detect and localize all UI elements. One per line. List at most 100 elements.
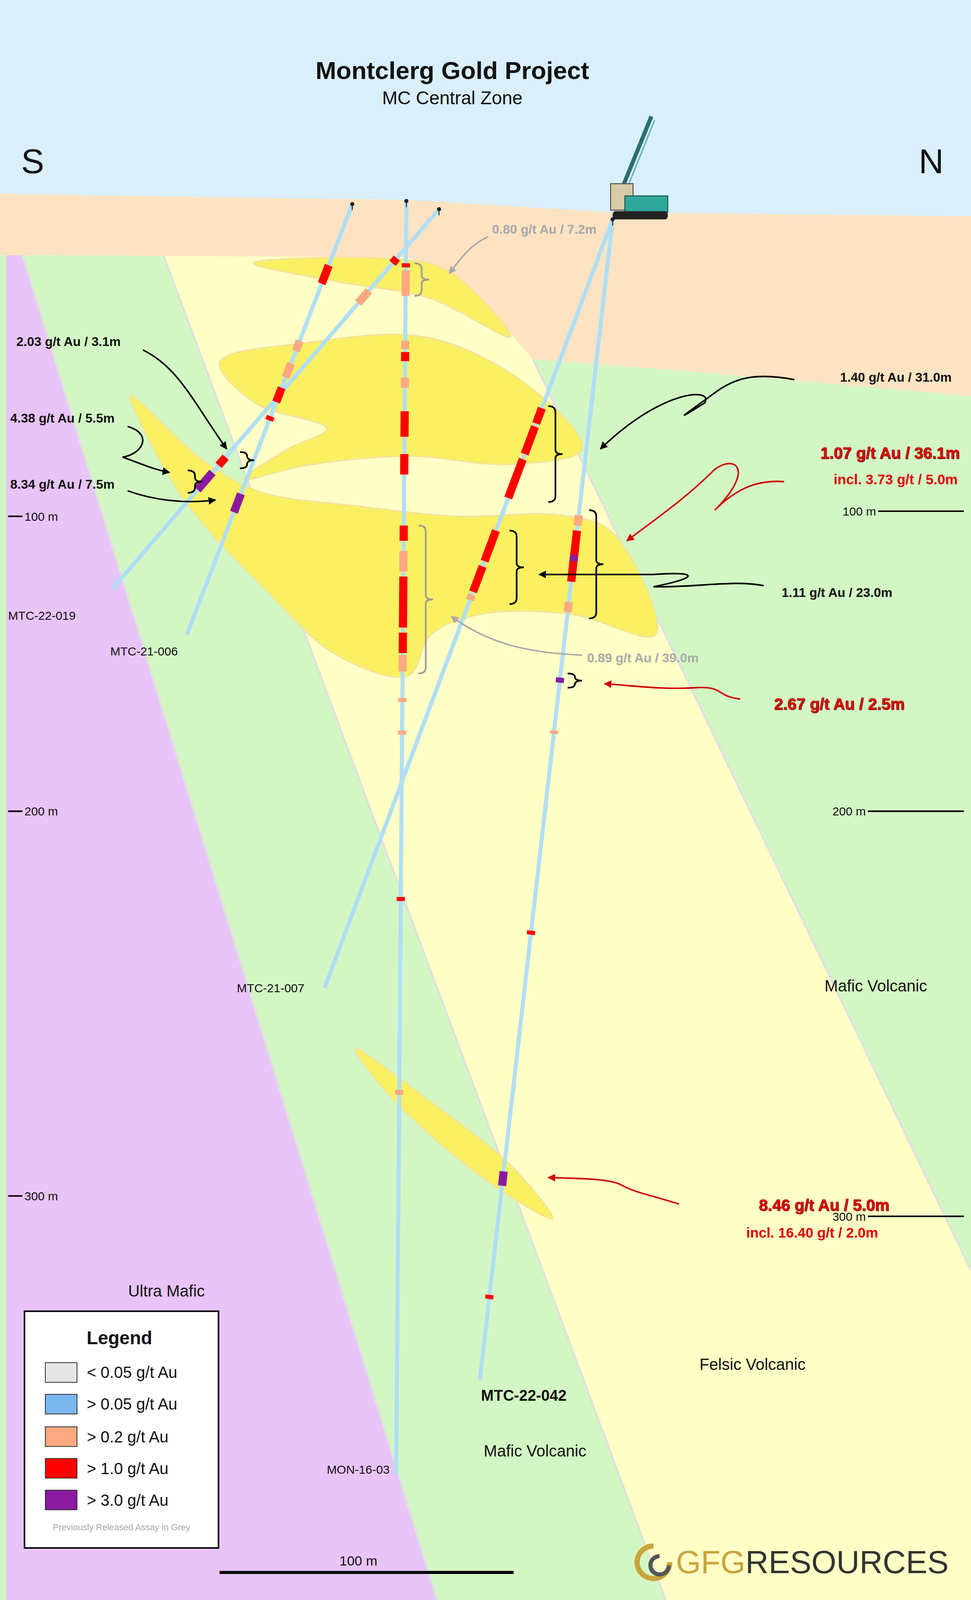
depth-tick xyxy=(8,810,23,813)
assay-interval xyxy=(396,897,405,902)
legend-box xyxy=(24,1311,219,1549)
collar xyxy=(350,202,355,207)
assay-interval xyxy=(470,595,473,601)
assay-interval xyxy=(358,290,369,304)
depth-label: 300 m xyxy=(24,1189,58,1204)
assay-callout: 4.38 g/t Au / 5.5m xyxy=(10,411,115,426)
legend-swatch xyxy=(44,1490,78,1511)
legend-text: > 3.0 g/t Au xyxy=(86,1491,169,1510)
gold-zone xyxy=(130,395,658,678)
assay-interval xyxy=(269,416,271,421)
logo-mark xyxy=(637,1546,670,1580)
logo-text: RESOURCES xyxy=(745,1545,949,1581)
assay-interval xyxy=(401,270,410,296)
assay-callout: 0.80 g/t Au / 7.2m xyxy=(492,222,597,237)
assay-interval xyxy=(567,602,569,613)
assay-callout: 1.40 g/t Au / 31.0m xyxy=(840,370,952,385)
depth-tick xyxy=(8,515,23,518)
interval-brace xyxy=(418,525,434,674)
leaders xyxy=(122,237,795,1205)
assay-interval xyxy=(218,457,226,466)
depth-tick xyxy=(867,1216,964,1218)
section-part xyxy=(637,1546,670,1580)
interval-brace xyxy=(548,406,563,503)
unit-label: Mafic Volcanic xyxy=(483,1442,587,1461)
hole-label: MTC-21-007 xyxy=(237,981,305,995)
interval-brace xyxy=(509,531,524,605)
legend-swatch xyxy=(44,1427,78,1448)
leader-line xyxy=(122,426,170,473)
interval-brace xyxy=(239,452,255,469)
leader-line xyxy=(127,490,216,502)
logo-text: GFG xyxy=(675,1545,746,1581)
depth-label: 100 m xyxy=(842,504,876,519)
legend-swatch xyxy=(44,1394,78,1415)
assay-interval xyxy=(285,363,292,378)
hole-label: MTC-22-042 xyxy=(480,1388,567,1405)
leader-line xyxy=(604,683,741,700)
subtitle: MC Central Zone xyxy=(382,87,523,109)
legend-text: < 0.05 g/t Au xyxy=(86,1364,178,1382)
assay-interval xyxy=(400,411,409,438)
assay-interval xyxy=(398,632,408,654)
assay-callout: 2.03 g/t Au / 3.1m xyxy=(16,334,121,349)
leader-line xyxy=(449,237,489,274)
assay-callout: incl. 3.73 g/t / 5.0m xyxy=(833,472,958,488)
assay-interval xyxy=(484,531,497,562)
interval-brace xyxy=(187,470,203,493)
assay-interval xyxy=(488,1295,490,1300)
assay-interval xyxy=(398,655,408,672)
drill-hole xyxy=(324,219,613,989)
assay-interval xyxy=(400,454,409,475)
assay-interval xyxy=(559,677,560,684)
drill-hole xyxy=(396,200,407,1476)
assay-interval xyxy=(397,730,406,735)
hole-label: MTC-21-006 xyxy=(110,644,178,658)
assay-interval xyxy=(524,426,536,455)
legend-text: > 0.05 g/t Au xyxy=(86,1395,178,1414)
depth-label: 100 m xyxy=(24,509,58,524)
unit-label: Mafic Volcanic xyxy=(824,977,928,996)
assay-interval xyxy=(549,730,559,734)
assay-interval xyxy=(295,340,301,351)
leader-line xyxy=(600,376,795,450)
section-part xyxy=(624,196,668,213)
unit-label: Felsic Volcanic xyxy=(699,1356,806,1374)
assay-callout: 0.89 g/t Au / 39.0m xyxy=(587,651,699,666)
assay-interval xyxy=(508,459,523,499)
leader-line xyxy=(451,616,582,656)
assay-interval xyxy=(401,340,410,349)
legend-note: Previously Released Assay in Grey xyxy=(52,1523,191,1533)
interval-brace xyxy=(414,263,430,296)
leader-line xyxy=(548,1177,680,1205)
depth-tick xyxy=(877,510,964,513)
hole-label: MTC-22-019 xyxy=(8,608,76,623)
assay-callout: 1.07 g/t Au / 36.1m xyxy=(820,444,960,463)
hole-label: MON-16-03 xyxy=(326,1463,390,1477)
interval-brace xyxy=(567,673,582,689)
assay-callout: 2.67 g/t Au / 2.5m xyxy=(774,695,905,714)
interval-brace xyxy=(589,510,604,619)
compass-label: S xyxy=(21,142,45,181)
assay-interval xyxy=(233,494,242,513)
assay-interval xyxy=(502,1171,504,1187)
gold-zone xyxy=(253,257,511,338)
depth-label: 200 m xyxy=(832,804,866,819)
depth-tick xyxy=(8,1195,23,1198)
contact-line xyxy=(22,255,971,1600)
assay-interval xyxy=(536,408,542,424)
assay-interval xyxy=(577,515,579,526)
drill-hole xyxy=(479,219,613,1381)
legend-title: Legend xyxy=(86,1328,153,1349)
assay-interval xyxy=(403,576,404,628)
legend-swatch xyxy=(44,1362,78,1384)
drill-hole xyxy=(186,204,353,635)
leader-line xyxy=(142,350,227,450)
title: Montclerg Gold Project xyxy=(315,56,590,85)
assay-interval xyxy=(573,555,575,562)
assay-callout: incl. 16.40 g/t / 2.0m xyxy=(746,1225,879,1241)
compass-label: N xyxy=(918,142,944,181)
